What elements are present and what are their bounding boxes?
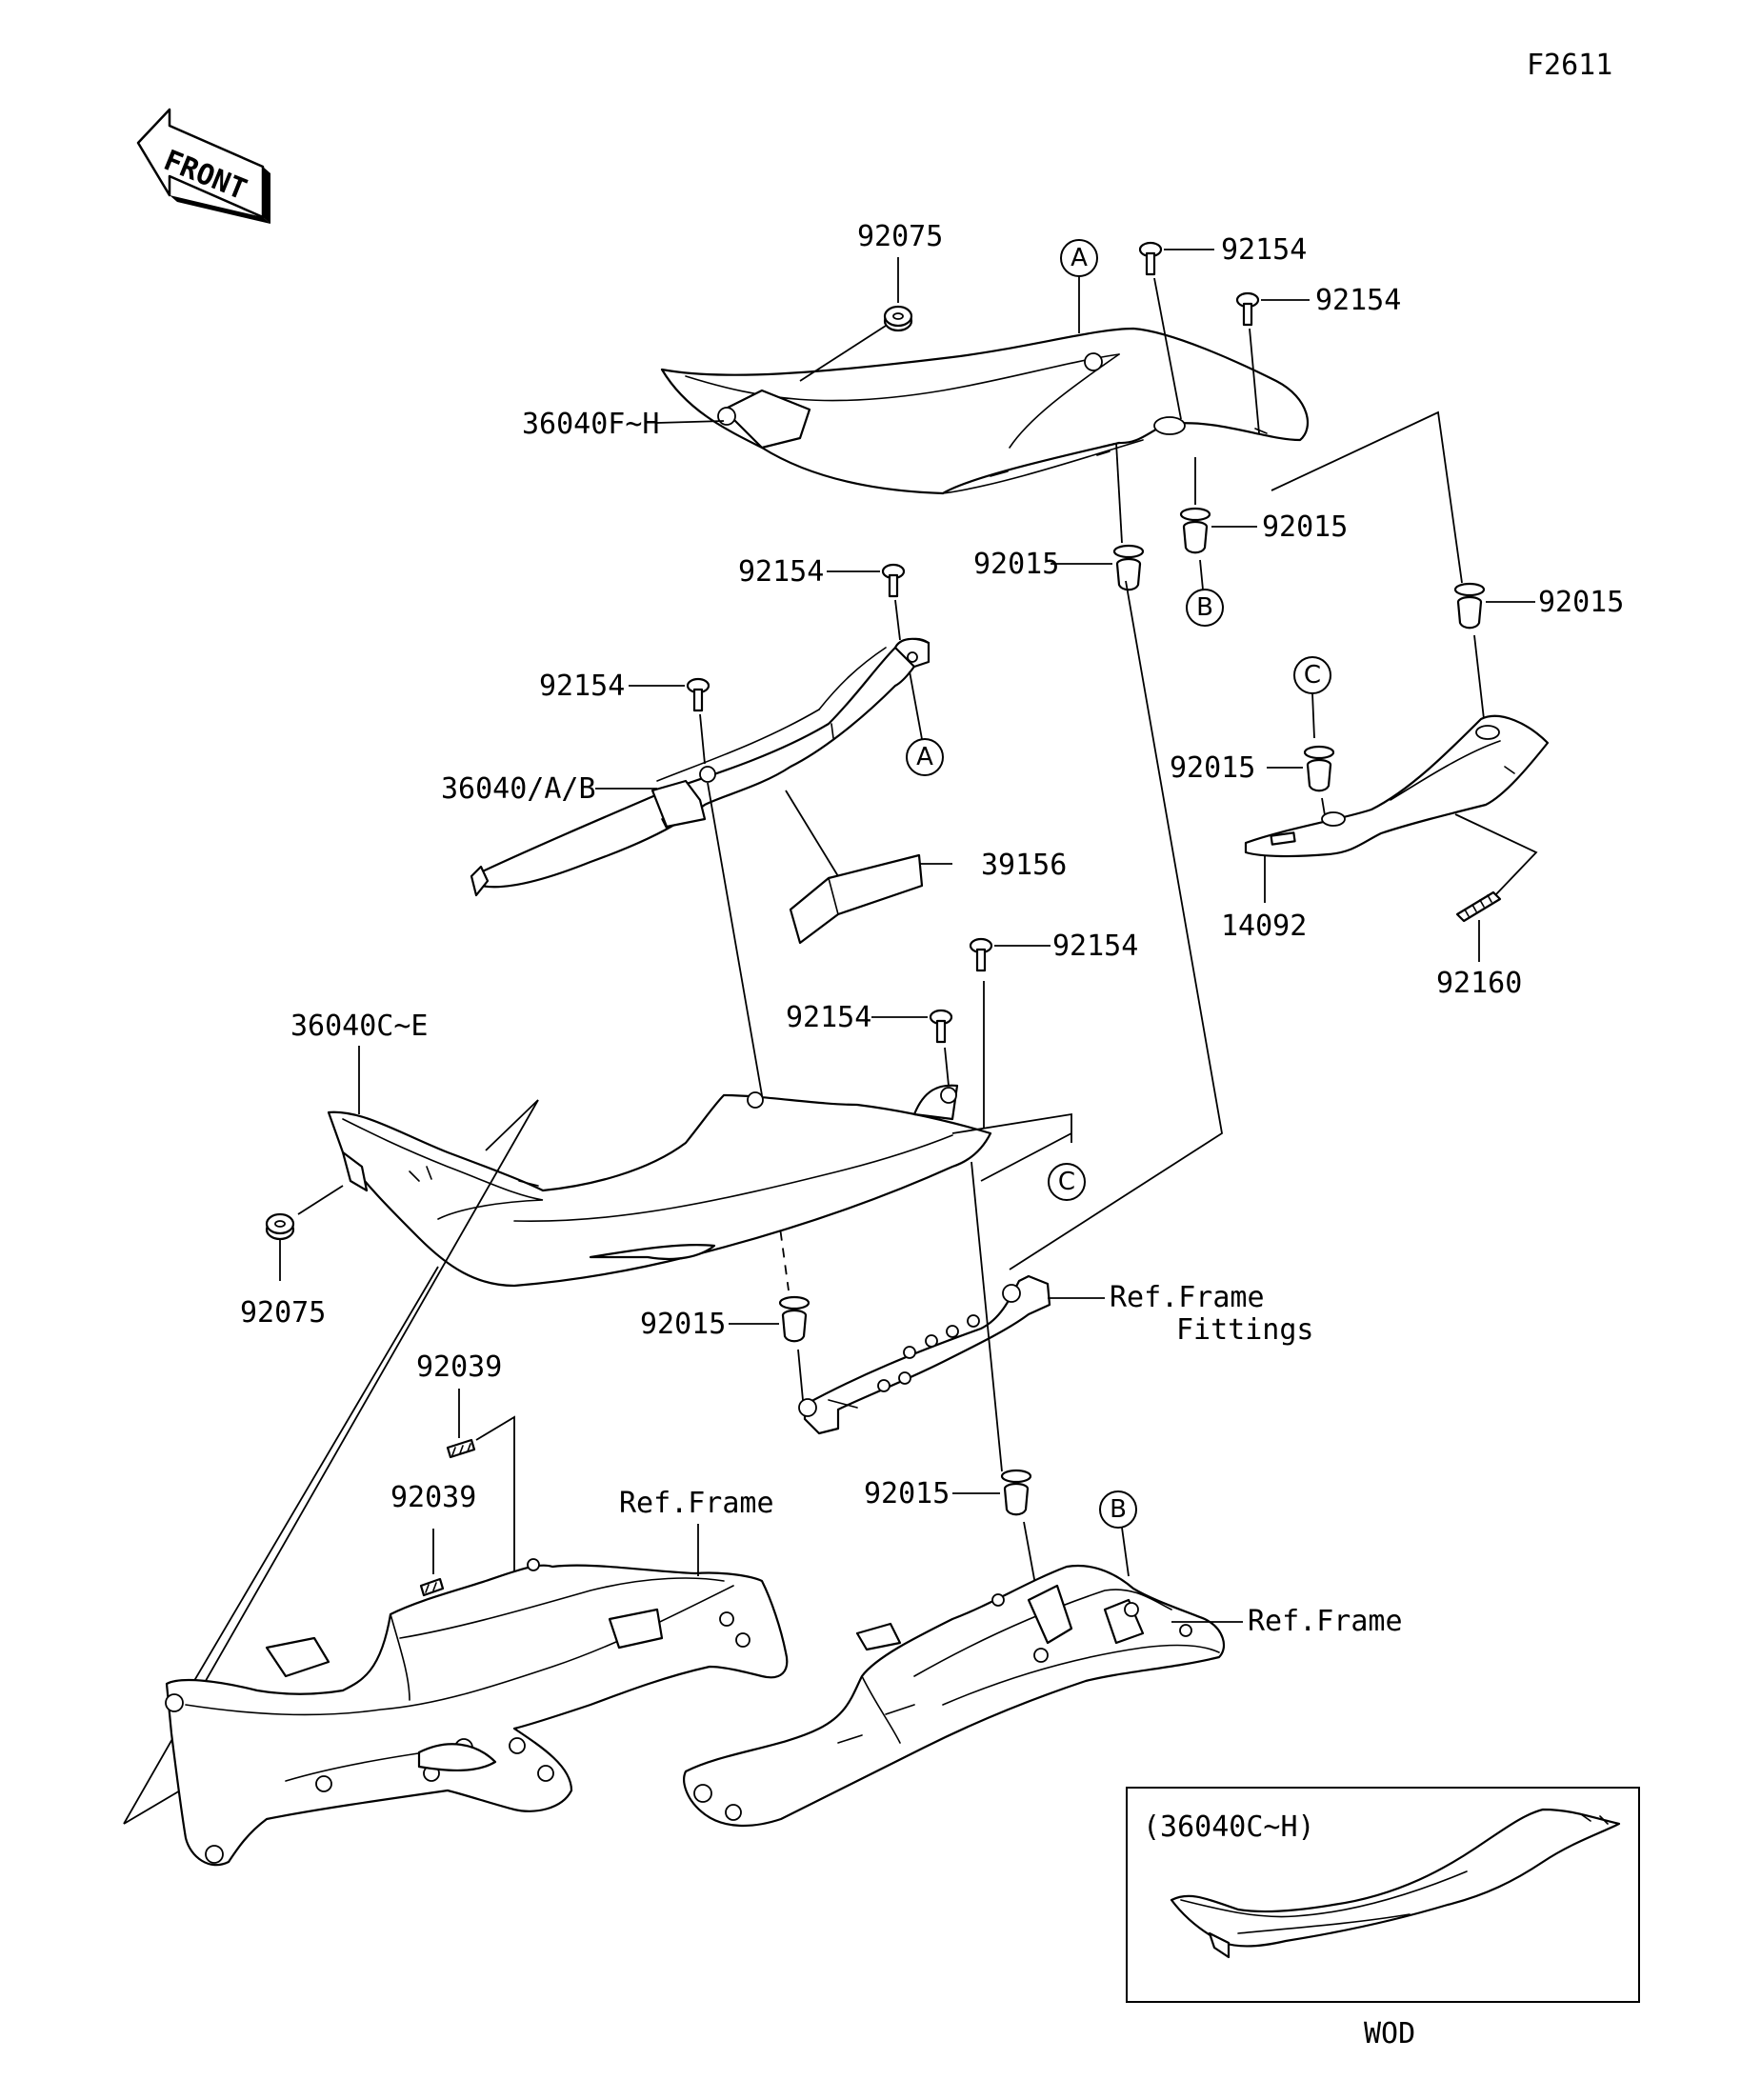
label-36040FH: 36040F~H: [522, 408, 660, 441]
svg-text:C: C: [1058, 1168, 1075, 1196]
rear-frame-right-part: [683, 1564, 1226, 1827]
pad-39156-part: [789, 853, 924, 945]
callout-a-top: A: [1060, 239, 1098, 277]
frame-fittings-part: [798, 1274, 1051, 1435]
label-92015-a: 92015: [1262, 510, 1348, 544]
collar-92015-c: [1453, 582, 1486, 630]
inset-side-cover-part: [1170, 1808, 1621, 1959]
svg-text:B: B: [1196, 593, 1213, 622]
label-ref-frame-right: Ref.Frame: [1248, 1605, 1403, 1638]
screw-92154-b: [1235, 291, 1260, 327]
collar-92015-a: [1179, 507, 1211, 554]
screw-92154-a: [1138, 241, 1163, 276]
label-92015-b: 92015: [973, 548, 1059, 581]
label-92015-f: 92015: [864, 1477, 950, 1510]
label-92015-e: 92015: [640, 1308, 726, 1341]
rivet-92160: [1455, 890, 1502, 923]
label-ref-frame-fittings-1: Ref.Frame: [1110, 1281, 1265, 1314]
inset-variant-box: (36040C~H): [1126, 1787, 1640, 2003]
inset-title: (36040C~H): [1143, 1810, 1315, 1844]
figure-code: F2611: [1527, 49, 1612, 82]
callout-c-top: C: [1293, 656, 1331, 694]
label-14092: 14092: [1221, 910, 1307, 943]
upper-tail-cover-part: [660, 327, 1309, 495]
side-cover-36040CE-part: [327, 1084, 992, 1288]
collar-92015-e: [778, 1295, 810, 1343]
callout-b-top: B: [1186, 589, 1224, 627]
inset-caption: WOD: [1364, 2017, 1415, 2050]
label-92039-b: 92039: [390, 1481, 476, 1514]
clip-92039-a: [446, 1438, 476, 1459]
label-92075-top: 92075: [857, 220, 943, 253]
label-ref-frame-left: Ref.Frame: [619, 1487, 774, 1520]
grommet-92075-bottom: [265, 1212, 295, 1241]
screw-92154-c: [881, 563, 906, 598]
label-92039-a: 92039: [416, 1350, 502, 1384]
side-bracket-36040AB-part: [470, 637, 931, 897]
collar-92015-b: [1112, 544, 1145, 591]
callout-c-mid: C: [1048, 1163, 1086, 1201]
label-92154-d: 92154: [539, 670, 625, 703]
svg-text:C: C: [1304, 661, 1321, 690]
label-92154-a: 92154: [1221, 233, 1307, 267]
label-92154-b: 92154: [1315, 284, 1401, 317]
label-36040AB: 36040/A/B: [441, 772, 596, 806]
grommet-92075-top: [883, 305, 913, 332]
label-92154-c: 92154: [738, 555, 824, 589]
clip-92039-b: [419, 1577, 445, 1597]
label-92015-d: 92015: [1170, 751, 1255, 785]
callout-b-bottom: B: [1099, 1490, 1137, 1529]
screw-92154-d: [686, 677, 710, 712]
svg-text:A: A: [916, 743, 933, 771]
label-92075-bottom: 92075: [240, 1296, 326, 1330]
label-39156: 39156: [981, 849, 1067, 882]
screw-92154-e: [969, 937, 993, 972]
label-ref-frame-fittings-2: Fittings: [1176, 1313, 1314, 1347]
rear-frame-left-part: [165, 1558, 789, 1867]
svg-text:A: A: [1071, 244, 1088, 272]
label-36040CE: 36040C~E: [290, 1010, 429, 1043]
bracket-14092-part: [1244, 714, 1550, 858]
label-92015-c: 92015: [1538, 586, 1624, 619]
label-92154-e: 92154: [1052, 930, 1138, 963]
callout-a-mid: A: [906, 738, 944, 776]
label-92160: 92160: [1436, 967, 1522, 1000]
label-92154-f: 92154: [786, 1001, 871, 1034]
front-arrow-icon: FRONT: [136, 108, 270, 224]
svg-text:B: B: [1110, 1495, 1127, 1524]
collar-92015-f: [1000, 1469, 1032, 1516]
collar-92015-d: [1303, 745, 1335, 792]
screw-92154-f: [929, 1009, 953, 1044]
